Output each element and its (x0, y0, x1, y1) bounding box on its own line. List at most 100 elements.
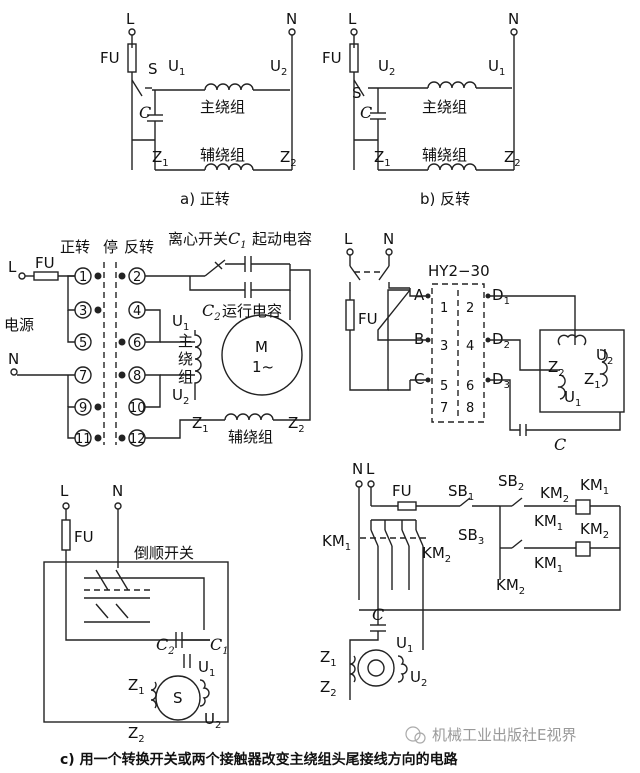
diagram-a-forward: L FU S U1 主绕组 U2 N C 辅绕组 Z1 Z2 a) 正转 (100, 10, 297, 208)
terminal-N (385, 248, 393, 256)
contactor-blade (415, 529, 424, 547)
label-KM2: KM2 (422, 544, 451, 565)
label-main-winding: 主绕组 (422, 98, 467, 116)
terminal-N (355, 480, 363, 488)
cell-number: 4 (466, 339, 474, 354)
terminal-number: 6 (133, 336, 141, 351)
label-U1: U1 (168, 57, 185, 78)
label-Z1: Z1 (320, 648, 337, 669)
contact-dot (118, 272, 126, 280)
diagram-b-reverse: L FU S U2 主绕组 U1 N C 辅绕组 Z1 Z2 b) 反转 (322, 10, 521, 208)
label-Cn: C (414, 370, 424, 388)
contact-dot (118, 371, 126, 379)
terminal-L (350, 28, 358, 36)
diagram-c3-reversing-switch: L FU N 倒顺开关 C2 C1 U1 S Z1 Z2 U2 (43, 482, 229, 745)
label-Z2: Z2 (504, 148, 521, 169)
label-L: L (8, 258, 17, 276)
contact-dot (94, 272, 102, 280)
wire (214, 261, 223, 270)
terminal-L (128, 28, 136, 36)
switch-blade (115, 603, 129, 619)
winding-coil (557, 374, 566, 400)
contact-dot (94, 306, 102, 314)
label-S: S (173, 689, 183, 707)
label-N: N (383, 230, 394, 248)
label-SB2: SB2 (498, 472, 524, 493)
label-C: C (360, 103, 372, 122)
aux-winding-coil (204, 163, 254, 171)
fuse (345, 299, 355, 331)
label-Z2: Z2 (548, 358, 565, 379)
start-button (511, 539, 523, 549)
motor (221, 314, 303, 396)
label-main-winding-3: 组 (178, 368, 193, 386)
label-B: B (414, 330, 424, 348)
terminal-N (114, 502, 122, 510)
cell-number: 6 (466, 379, 474, 394)
label-D1: D1 (492, 286, 510, 307)
motor (357, 649, 395, 687)
label-reverse: 反转 (124, 238, 154, 256)
switch-S (131, 79, 143, 97)
label-C: C (554, 435, 566, 454)
label-start-cap: 起动电容 (252, 230, 312, 248)
stop-button (459, 497, 471, 507)
switch-blade (349, 265, 361, 281)
label-N: N (286, 10, 297, 28)
label-Z2: Z2 (128, 724, 145, 745)
wire (388, 380, 411, 391)
wire (145, 419, 225, 439)
wire (150, 577, 205, 630)
fuse (349, 43, 359, 73)
label-L: L (366, 460, 375, 478)
diagram-c1-drum-switch: 正转 停 反转 离心开关 C1 起动电容 L FU 电源 N 1 3 5 7 (4, 229, 312, 447)
terminal-L (367, 480, 375, 488)
terminal-7 (74, 366, 92, 384)
winding-coil (557, 334, 587, 346)
label-aux-winding: 辅绕组 (228, 428, 273, 446)
label-U1: U1 (564, 388, 581, 409)
terminals-left: 1 3 5 7 9 11 (74, 267, 92, 447)
terminal-L (62, 502, 70, 510)
wire (488, 379, 520, 431)
label-switch: 倒顺开关 (134, 544, 194, 562)
terminal-number: 4 (133, 304, 141, 319)
winding-coil (349, 655, 356, 683)
label-Z2: Z2 (288, 414, 305, 435)
wire (526, 412, 621, 431)
main-winding-coil (427, 81, 477, 89)
cell-number: 8 (466, 401, 474, 416)
watermark: 机械工业出版社E视界 (405, 726, 576, 744)
label-Z2: Z2 (280, 148, 297, 169)
jumper (145, 374, 161, 408)
label-FU: FU (322, 49, 342, 67)
label-stop: 停 (103, 238, 118, 256)
aux-winding-coil (427, 163, 477, 171)
terminal-number: 11 (75, 432, 92, 447)
fuse (61, 519, 71, 551)
cell-number: 7 (440, 401, 448, 416)
label-KM1: KM1 (322, 532, 351, 553)
contact-dot (94, 403, 102, 411)
watermark-icon (414, 732, 426, 744)
label-A: A (414, 286, 425, 304)
terminal-number: 10 (129, 401, 146, 416)
watermark-icon (405, 726, 421, 742)
label-L: L (126, 10, 135, 28)
contact-dot (94, 434, 102, 442)
wire (488, 295, 576, 345)
cell-number: 5 (440, 379, 448, 394)
aux-winding-coil (224, 413, 274, 421)
cell-number: 3 (440, 339, 448, 354)
wire (349, 631, 379, 700)
main-winding-coil (194, 330, 202, 400)
coil-KM2 (575, 541, 591, 557)
label-U2: U2 (270, 57, 287, 78)
label-U2: U2 (204, 710, 221, 731)
label-C: C (372, 605, 384, 624)
label-C1: C1 (228, 229, 247, 251)
label-U1: U1 (396, 634, 413, 655)
terminal-number: 2 (133, 270, 141, 285)
label-KM1-coil: KM1 (580, 476, 609, 497)
caption-c: c) 用一个转换开关或两个接触器改变主绕组头尾接线方向的电路 (60, 751, 459, 768)
